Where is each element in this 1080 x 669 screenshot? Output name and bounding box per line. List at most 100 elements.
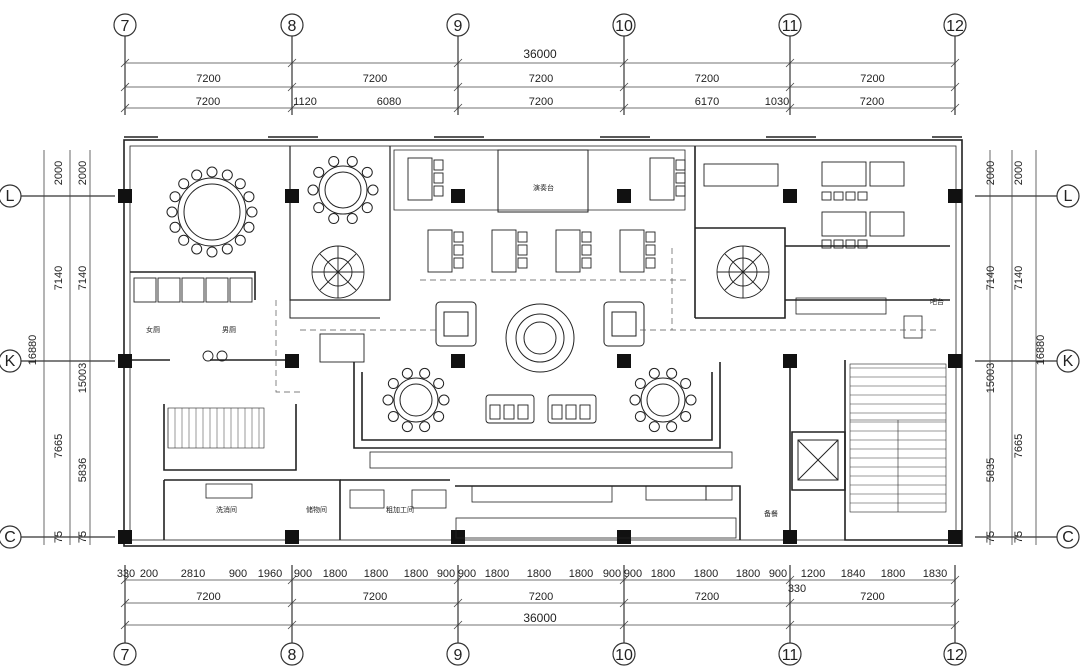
round-chair [685, 394, 697, 406]
rect-chair [675, 172, 686, 184]
round-chair [206, 166, 218, 178]
dim-tick [120, 58, 130, 68]
dim-tick [120, 598, 130, 608]
round-chair [634, 410, 646, 422]
round-chair [367, 184, 379, 196]
round-chair [346, 213, 358, 225]
dim-right-inner: 15003 [985, 363, 997, 394]
rectangular-table-sets [407, 157, 868, 273]
round-table [318, 165, 368, 215]
dim-left-inner: 7140 [77, 266, 89, 290]
round-chair [433, 410, 445, 422]
rect-chair [517, 231, 528, 243]
dim-tick [287, 103, 297, 113]
dim-top-row2: 6080 [377, 96, 401, 108]
axis-label-top: 9 [454, 18, 463, 35]
dim-bottom-detail: 900 [437, 568, 455, 580]
round-chair [361, 202, 373, 214]
dim-bottom-detail: 1800 [569, 568, 593, 580]
round-chair [328, 213, 340, 225]
label-storage: 储物间 [306, 505, 327, 514]
dim-bottom-detail: 1830 [923, 568, 947, 580]
rect-chair [675, 159, 686, 171]
round-chair [178, 234, 190, 246]
dim-right-inner: 75 [985, 531, 997, 543]
axis-label-bottom: 9 [454, 647, 463, 664]
dim-tick [950, 620, 960, 630]
dim-right-inner: 5835 [985, 458, 997, 482]
dim-top-row1: 7200 [529, 73, 553, 85]
dim-bottom-row1: 7200 [196, 591, 220, 603]
rect-chair [833, 239, 844, 249]
dim-top-row2: 1120 [293, 96, 317, 108]
axis-label-bottom: 7 [121, 647, 130, 664]
dim-bottom-detail: 900 [603, 568, 621, 580]
round-chair [169, 221, 181, 233]
dim-tick [453, 620, 463, 630]
dim-tick [785, 620, 795, 630]
dim-tick [950, 103, 960, 113]
row-axis-markers [0, 184, 1080, 549]
round-chair [361, 166, 373, 178]
dim-bottom-detail: 900 [624, 568, 642, 580]
dim-bottom-extra: 330 [788, 583, 806, 595]
dim-bottom-detail: 900 [294, 568, 312, 580]
round-chair [313, 166, 325, 178]
round-chair [382, 394, 394, 406]
round-chair [328, 155, 340, 167]
dim-tick [287, 620, 297, 630]
dim-tick [619, 620, 629, 630]
rect-chair [833, 191, 844, 201]
dim-bottom-row1: 7200 [860, 591, 884, 603]
dim-top-row2: 7200 [860, 96, 884, 108]
dim-bottom-detail: 1800 [364, 568, 388, 580]
dim-left-outer: 75 [53, 531, 65, 543]
label-bar-counter: 吧台 [930, 297, 944, 306]
dim-left-outer: 7665 [53, 434, 65, 458]
dim-bottom-detail: 1800 [404, 568, 428, 580]
axis-label-right: C [1062, 529, 1074, 546]
dim-top-row1: 7200 [695, 73, 719, 85]
dim-tick [120, 575, 130, 585]
round-table [393, 377, 439, 423]
dim-top-row1: 7200 [363, 73, 387, 85]
round-chair [178, 178, 190, 190]
axis-label-right: K [1063, 353, 1074, 370]
rect-table [491, 229, 517, 273]
dim-right-inner: 2000 [985, 161, 997, 185]
axis-label-bottom: 10 [615, 647, 633, 664]
building-walls [123, 136, 963, 547]
round-chair [648, 367, 660, 379]
dim-bottom-row1: 7200 [363, 591, 387, 603]
round-chair [401, 367, 413, 379]
dim-bottom-row1: 7200 [695, 591, 719, 603]
dim-tick [785, 598, 795, 608]
round-chair [433, 378, 445, 390]
dim-tick [453, 82, 463, 92]
rect-chair [821, 239, 832, 249]
staircases [167, 363, 947, 513]
axis-label-bottom: 12 [946, 647, 964, 664]
dim-right-outer: 2000 [1013, 161, 1025, 185]
dim-top-row2: 7200 [529, 96, 553, 108]
dim-bottom-detail: 1800 [651, 568, 675, 580]
center-round-booth [435, 301, 645, 373]
round-chair [387, 410, 399, 422]
round-chair [166, 206, 178, 218]
round-chair [401, 421, 413, 433]
dim-left-total: 16880 [27, 335, 39, 366]
dim-bottom-detail: 1840 [841, 568, 865, 580]
dim-tick [785, 103, 795, 113]
dim-bottom-detail: 1800 [736, 568, 760, 580]
round-chair [438, 394, 450, 406]
label-dish-area: 粗加工间 [386, 505, 414, 514]
dim-tick [950, 598, 960, 608]
round-chair [243, 221, 255, 233]
dim-bottom-detail: 1800 [485, 568, 509, 580]
dim-bottom-detail: 1800 [323, 568, 347, 580]
label-service: 备餐 [764, 509, 778, 518]
dim-bottom-detail: 900 [458, 568, 476, 580]
axis-label-top: 10 [615, 18, 633, 35]
axis-label-bottom: 8 [288, 647, 297, 664]
